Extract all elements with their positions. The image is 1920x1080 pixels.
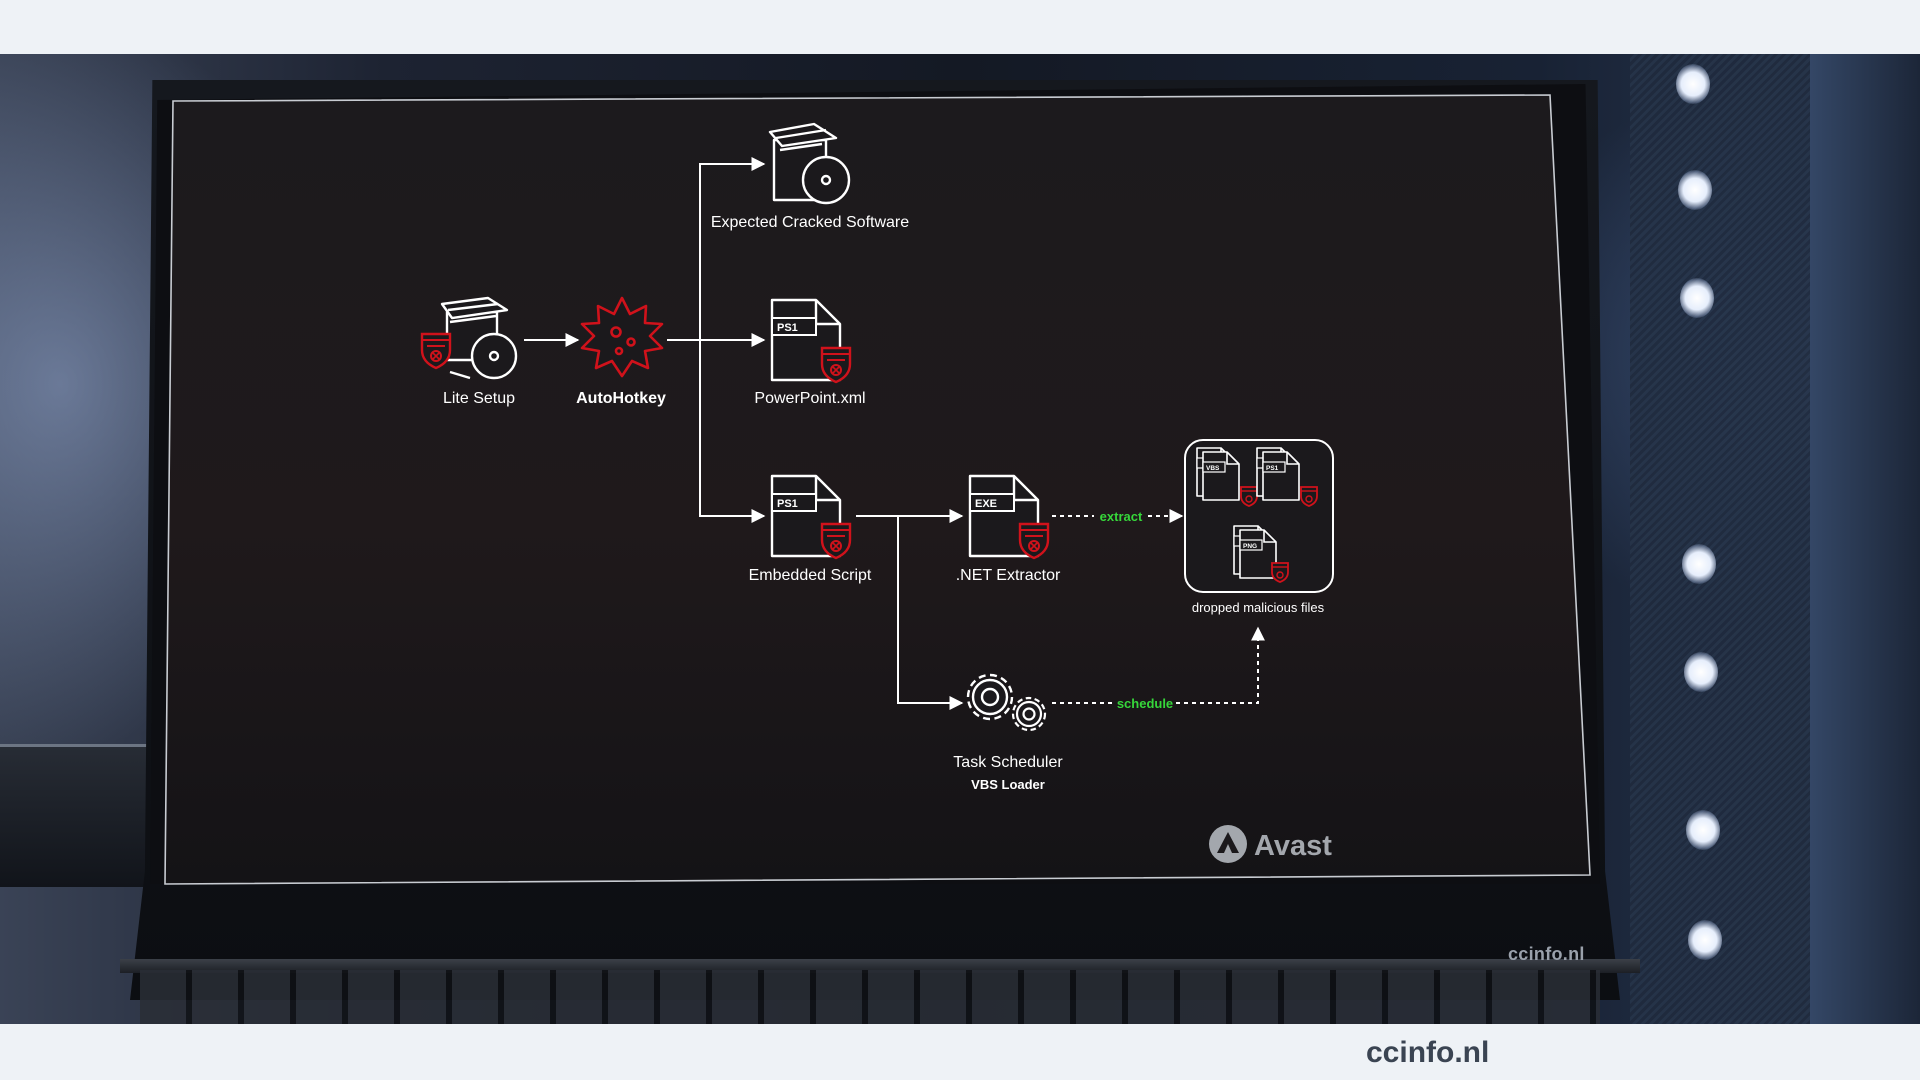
- document-icon: PS1: [770, 298, 842, 382]
- screen-panel: [164, 94, 1591, 885]
- node-embedded-script: PS1 Embedded Script: [749, 474, 872, 584]
- document-icon: VBS: [1196, 447, 1240, 501]
- file-tag: PS1: [777, 322, 798, 334]
- edge-label-schedule: schedule: [1117, 696, 1173, 711]
- node-powerpoint: PS1 PowerPoint.xml: [754, 298, 866, 407]
- node-lite-setup: Lite Setup: [420, 296, 518, 407]
- rack-light: [1678, 170, 1712, 210]
- node-label: Task Scheduler: [953, 754, 1063, 771]
- shield-icon: [1271, 562, 1289, 583]
- file-tag: VBS: [1206, 465, 1220, 472]
- shield-icon: [1018, 522, 1050, 560]
- desk-object: [0, 744, 160, 887]
- node-label: Lite Setup: [443, 390, 515, 407]
- brand-avast: Avast: [1209, 825, 1332, 863]
- rack-light: [1684, 652, 1718, 692]
- rack-light: [1682, 544, 1716, 584]
- node-sublabel: VBS Loader: [971, 777, 1045, 792]
- node-label: Embedded Script: [749, 567, 872, 584]
- shield-icon: [420, 332, 452, 370]
- document-icon: PS1: [770, 474, 842, 558]
- footer-watermark: ccinfo.nl: [1366, 1036, 1490, 1069]
- file-tag: EXE: [975, 498, 997, 510]
- document-icon: PNG: [1233, 525, 1277, 579]
- connectors: [524, 157, 1265, 710]
- avast-logo-icon: [1209, 825, 1247, 863]
- node-label: dropped malicious files: [1192, 600, 1325, 615]
- shield-icon: [820, 346, 852, 384]
- laptop-keyboard: [140, 970, 1600, 1024]
- node-autohotkey: AutoHotkey: [576, 296, 666, 407]
- file-tag: PS1: [777, 498, 798, 510]
- shield-icon: [1240, 486, 1258, 507]
- laptop-hinge: [120, 959, 1640, 973]
- node-net-extractor: EXE .NET Extractor: [956, 474, 1061, 584]
- node-label: AutoHotkey: [576, 390, 666, 407]
- rack-light: [1686, 810, 1720, 850]
- node-dropped-files: VBS PS1 PNG dropped malicious files: [1184, 439, 1334, 615]
- file-tag: PNG: [1243, 543, 1257, 550]
- server-rack: [1630, 54, 1810, 1024]
- shield-icon: [820, 522, 852, 560]
- server-rack-edge: [1810, 54, 1920, 1024]
- edge-label-extract: extract: [1100, 509, 1143, 524]
- document-icon: EXE: [968, 474, 1040, 558]
- node-task-scheduler: Task Scheduler VBS Loader: [953, 673, 1063, 792]
- brand-name: Avast: [1254, 830, 1332, 862]
- node-label: Expected Cracked Software: [711, 214, 909, 231]
- file-tag: PS1: [1266, 465, 1279, 472]
- software-box-icon: [768, 122, 851, 205]
- document-icon: PS1: [1256, 447, 1300, 501]
- node-label: PowerPoint.xml: [754, 390, 865, 407]
- software-box-icon: [440, 296, 518, 380]
- screen-watermark: ccinfo.nl: [1508, 944, 1585, 964]
- node-label: .NET Extractor: [956, 567, 1061, 584]
- rack-light: [1680, 278, 1714, 318]
- rack-light: [1676, 64, 1710, 104]
- rack-light: [1688, 920, 1722, 960]
- virus-icon: [580, 296, 664, 378]
- shield-icon: [1300, 486, 1318, 507]
- node-cracked-software: Expected Cracked Software: [711, 122, 909, 231]
- gear-icon: [966, 673, 1014, 721]
